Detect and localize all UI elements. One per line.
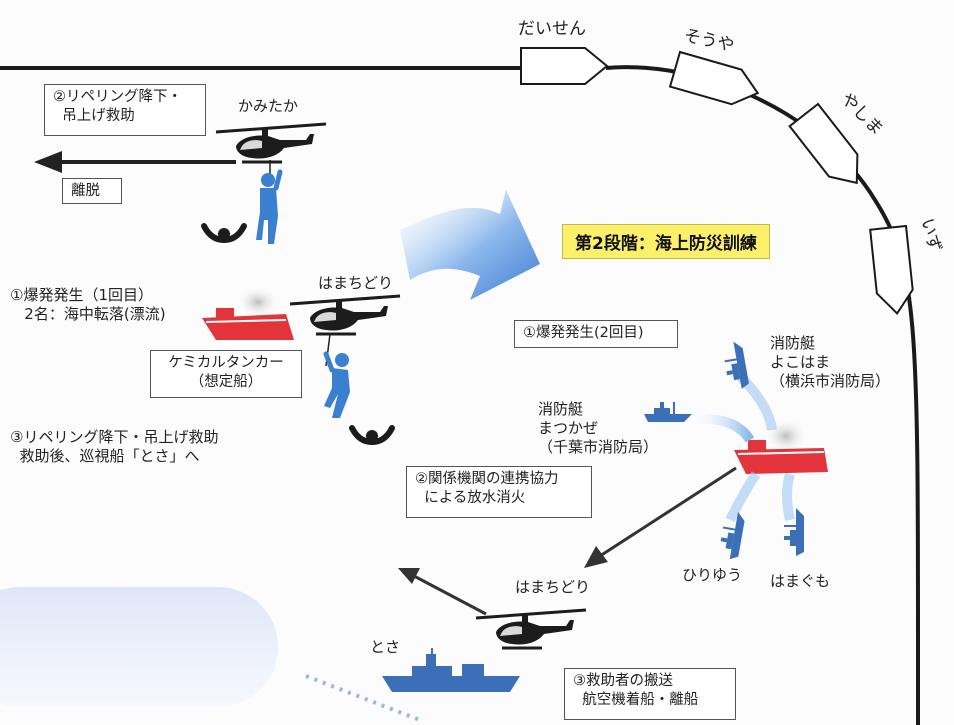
helicopter-label-kamitaka: かみたか xyxy=(238,97,299,115)
leave-box: 離脱 xyxy=(62,178,122,204)
helicopter-label-hamachidori-1: はまちどり xyxy=(318,274,394,292)
explosion-2-box: ①爆発発生(2回目) xyxy=(514,320,678,348)
route-line xyxy=(0,65,921,725)
chemical-tanker-icon xyxy=(202,286,294,340)
patrol-ship-tosa-label: とさ xyxy=(370,638,401,656)
helicopter-label-hamachidori-2: はまちどり xyxy=(515,578,591,596)
transport-arrow-1 xyxy=(584,466,737,568)
ship-izu xyxy=(869,224,914,315)
helicopter-icon xyxy=(288,294,402,336)
rescuer-icon xyxy=(256,169,283,244)
ship-yashima xyxy=(788,102,859,185)
ship-hamagumo-label: はまぐも xyxy=(770,572,831,590)
explosion-1-label: ①爆発発生（1回目） 2名：海中転落(漂流) xyxy=(10,286,166,323)
fireboat-matsukaze-label: 消防艇 まつかぜ （千葉市消防局） xyxy=(538,400,659,456)
transport-box: ③救助者の搬送 航空機着船・離船 xyxy=(564,668,736,720)
dotted-line xyxy=(305,674,421,722)
helicopter-icon xyxy=(474,608,588,650)
rappel-rescue-box: ②リペリング降下・ 吊上げ救助 xyxy=(44,84,206,136)
ship-hiryu-label: ひりゆう xyxy=(682,566,743,584)
stage-title: 第2段階：海上防災訓練 xyxy=(562,224,770,259)
fireboat-yokohama-icon xyxy=(720,339,751,392)
cooperation-box: ②関係機関の連携協力 による放水消火 xyxy=(406,466,592,518)
transport-arrow-2 xyxy=(398,568,487,616)
fireboat-yokohama-label: 消防艇 よこはま （横浜市消防局） xyxy=(770,334,891,390)
cloud-shape xyxy=(0,587,278,707)
helicopter-icon xyxy=(214,122,328,164)
leave-arrow xyxy=(34,151,236,173)
burning-tanker-icon xyxy=(734,418,828,474)
swimmer-icon xyxy=(352,428,392,442)
rescuer-icon xyxy=(323,351,350,418)
ship-daisen xyxy=(520,47,609,85)
ship-label-daisen: だいせん xyxy=(518,19,586,39)
patrol-ship-tosa-icon xyxy=(382,648,520,692)
rappel-3-label: ③リペリング降下・吊上げ救助 救助後、巡視船「とさ」へ xyxy=(10,428,219,465)
ship-souya xyxy=(668,50,760,106)
tanker-box: ケミカルタンカー （想定船） xyxy=(150,350,302,398)
big-arrow-icon xyxy=(400,190,540,300)
swimmer-icon xyxy=(204,226,244,240)
